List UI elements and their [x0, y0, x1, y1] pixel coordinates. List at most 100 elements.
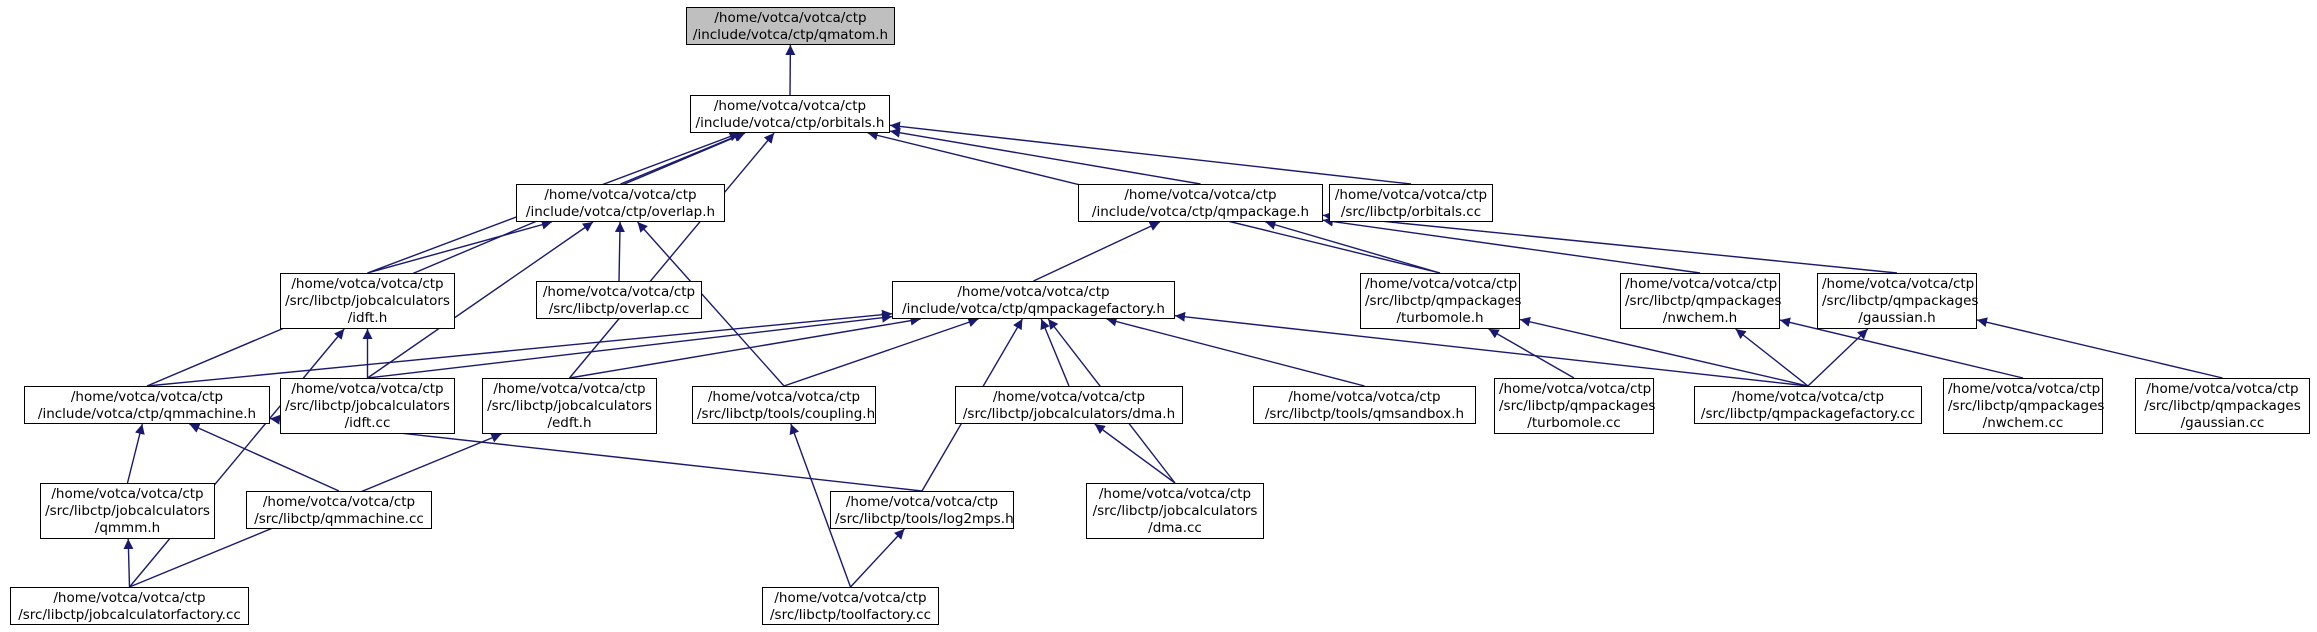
node-label-line: /home/votca/votca/ctp [1288, 389, 1441, 405]
node-label-line: /src/libctp/qmpackages [1948, 398, 2105, 414]
edge-dma-h-to-qmpackagefactory-h [1040, 318, 1070, 387]
node-label-line: /src/libctp/jobcalculators [285, 398, 450, 414]
node-label-line: /nwchem.cc [1982, 415, 2064, 431]
node-nwchem-cc[interactable]: /home/votca/votca/ctp/src/libctp/qmpacka… [1943, 378, 2105, 434]
node-label-line: /src/libctp/jobcalculators/dma.h [962, 406, 1176, 422]
node-label-line: /src/libctp/qmpackages [2144, 398, 2301, 414]
edge-nwchem-cc-to-nwchem-h [1779, 317, 2024, 379]
edge-qmpackagefactory-cc-to-gaussian-h [1807, 328, 1869, 387]
node-overlap-h[interactable]: /home/votca/votca/ctp/include/votca/ctp/… [516, 184, 725, 222]
edge-edft-h-to-orbitals-h [568, 132, 775, 379]
node-label-line: /home/votca/votca/ctp [714, 10, 867, 26]
node-label-line: /src/libctp/qmpackages [1499, 398, 1656, 414]
node-dma-cc[interactable]: /home/votca/votca/ctp/src/libctp/jobcalc… [1086, 483, 1264, 539]
edge-coupling-h-to-overlap-h [636, 221, 785, 387]
node-label-line: /src/libctp/jobcalculators [45, 503, 210, 519]
node-label-line: /src/libctp/tools/log2mps.h [835, 511, 1014, 527]
node-label-line: /home/votca/votca/ctp [1822, 276, 1975, 292]
node-gaussian-h[interactable]: /home/votca/votca/ctp/src/libctp/qmpacka… [1817, 273, 1978, 329]
node-nwchem-h[interactable]: /home/votca/votca/ctp/src/libctp/qmpacka… [1620, 273, 1782, 329]
node-label-line: /include/votca/ctp/qmmachine.h [37, 406, 257, 422]
node-label-line: /src/libctp/toolfactory.cc [769, 607, 932, 623]
node-label-line: /qmmm.h [94, 520, 161, 536]
edge-coupling-h-to-qmpackagefactory-h [783, 317, 979, 387]
node-label-line: /home/votca/votca/ctp [493, 381, 646, 397]
node-label-line: /gaussian.cc [2180, 415, 2265, 431]
edge-idft-h-to-overlap-h [367, 219, 552, 274]
edge-qmsandbox-h-to-qmpackagefactory-h [1106, 316, 1365, 387]
edge-qmpackagefactory-h-to-qmpackage-h [1033, 221, 1161, 282]
node-qmmm-h[interactable]: /home/votca/votca/ctp/src/libctp/jobcalc… [40, 483, 215, 539]
node-label-line: /src/libctp/overlap.cc [548, 301, 690, 317]
edge-idft-cc-to-overlap-h [367, 221, 594, 379]
edge-toolfactory-cc-to-coupling-h [789, 423, 852, 588]
node-overlap-cc[interactable]: /home/votca/votca/ctp/src/libctp/overlap… [536, 281, 702, 319]
node-qmpackage-h[interactable]: /home/votca/votca/ctp/include/votca/ctp/… [1078, 184, 1323, 222]
node-label-line: /src/libctp/qmpackagefactory.cc [1700, 406, 1916, 422]
edge-dma-cc-to-dma-h [1094, 423, 1176, 484]
edge-nwchem-h-to-qmpackage-h [1322, 216, 1701, 274]
node-label-line: /src/libctp/jobcalculators [1092, 503, 1258, 519]
node-label-line: /home/votca/votca/ctp [51, 486, 204, 502]
node-label-line: /home/votca/votca/ctp [262, 494, 416, 510]
node-qmpackagefactory-h[interactable]: /home/votca/votca/ctp/include/votca/ctp/… [892, 281, 1175, 319]
edge-toolfactory-cc-to-log2mps-h [849, 528, 905, 588]
node-label-line: /src/libctp/qmpackages [1625, 293, 1782, 309]
node-label-line: /home/votca/votca/ctp [70, 389, 224, 405]
node-label-line: /home/votca/votca/ctp [53, 590, 206, 606]
node-coupling-h[interactable]: /home/votca/votca/ctp/src/libctp/tools/c… [692, 386, 876, 424]
node-qmpackagefactory-cc[interactable]: /home/votca/votca/ctp/src/libctp/qmpacka… [1694, 386, 1922, 424]
edge-edft-h-to-qmpackagefactory-h [569, 315, 921, 379]
node-label-line: /home/votca/votca/ctp [707, 389, 861, 405]
node-label-line: /home/votca/votca/ctp [291, 276, 444, 292]
node-label-line: /home/votca/votca/ctp [1948, 381, 2101, 397]
node-label-line: /include/votca/ctp/qmpackage.h [1091, 204, 1310, 220]
node-qmmachine-h[interactable]: /home/votca/votca/ctp/include/votca/ctp/… [24, 386, 270, 424]
node-label-line: /home/votca/votca/ctp [1334, 187, 1488, 203]
node-toolfactory-cc[interactable]: /home/votca/votca/ctp/src/libctp/toolfac… [762, 587, 939, 625]
node-log2mps-h[interactable]: /home/votca/votca/ctp/src/libctp/tools/l… [830, 491, 1014, 529]
node-label-line: /home/votca/votca/ctp [1625, 276, 1778, 292]
node-qmmachine-cc[interactable]: /home/votca/votca/ctp/src/libctp/qmmachi… [246, 491, 432, 529]
node-label-line: /turbomole.cc [1527, 415, 1621, 431]
edge-qmpackagefactory-cc-to-nwchem-h [1735, 328, 1809, 387]
node-label-line: /home/votca/votca/ctp [542, 284, 696, 300]
node-jobcalculatorfactory-cc[interactable]: /home/votca/votca/ctp/src/libctp/jobcalc… [10, 587, 249, 625]
node-idft-cc[interactable]: /home/votca/votca/ctp/src/libctp/jobcalc… [280, 378, 455, 434]
node-label-line: /home/votca/votca/ctp [1499, 381, 1652, 397]
edge-gaussian-cc-to-gaussian-h [1976, 317, 2223, 379]
node-label-line: /nwchem.h [1662, 310, 1738, 326]
node-orbitals-h[interactable]: /home/votca/votca/ctp/include/votca/ctp/… [690, 95, 890, 133]
node-gaussian-cc[interactable]: /home/votca/votca/ctp/src/libctp/qmpacka… [2135, 378, 2310, 434]
node-turbomole-h[interactable]: /home/votca/votca/ctp/src/libctp/qmpacka… [1360, 273, 1522, 329]
node-label-line: /home/votca/votca/ctp [1731, 389, 1885, 405]
edge-orbitals-cc-to-orbitals-h [889, 121, 1412, 185]
edge-qmmm-h-to-qmmachine-h [126, 423, 145, 484]
node-label-line: /home/votca/votca/ctp [845, 494, 999, 510]
node-orbitals-cc[interactable]: /home/votca/votca/ctp/src/libctp/orbital… [1329, 184, 1493, 222]
node-dma-h[interactable]: /home/votca/votca/ctp/src/libctp/jobcalc… [955, 386, 1183, 424]
node-label-line: /src/libctp/tools/qmsandbox.h [1264, 406, 1465, 422]
node-label-line: /home/votca/votca/ctp [544, 187, 697, 203]
node-label-line: /src/libctp/tools/coupling.h [697, 406, 876, 422]
edge-jobcalculatorfactory-cc-to-idft-h [128, 328, 345, 588]
node-label-line: /gaussian.h [1858, 310, 1936, 326]
node-label-line: /home/votca/votca/ctp [1365, 276, 1518, 292]
node-label-line: /src/libctp/qmpackages [1365, 293, 1522, 309]
node-label-line: /include/votca/ctp/qmatom.h [692, 27, 889, 43]
node-qmsandbox-h[interactable]: /home/votca/votca/ctp/src/libctp/tools/q… [1253, 386, 1476, 424]
node-label-line: /home/votca/votca/ctp [1124, 187, 1277, 203]
node-edft-h[interactable]: /home/votca/votca/ctp/src/libctp/jobcalc… [482, 378, 657, 434]
node-turbomole-cc[interactable]: /home/votca/votca/ctp/src/libctp/qmpacka… [1494, 378, 1656, 434]
node-label-line: /idft.cc [344, 415, 391, 431]
node-label-line: /include/votca/ctp/qmpackagefactory.h [902, 301, 1165, 317]
node-label-line: /home/votca/votca/ctp [2146, 381, 2299, 397]
edge-qmmachine-h-to-orbitals-h [146, 132, 746, 387]
node-label-line: /home/votca/votca/ctp [774, 590, 927, 606]
node-idft-h[interactable]: /home/votca/votca/ctp/src/libctp/jobcalc… [280, 273, 455, 329]
node-label-line: /home/votca/votca/ctp [1098, 486, 1252, 502]
node-label-line: /src/libctp/jobcalculatorfactory.cc [18, 607, 241, 623]
node-label-line: /src/libctp/jobcalculators [487, 398, 652, 414]
node-label-line: /include/votca/ctp/overlap.h [525, 204, 716, 220]
